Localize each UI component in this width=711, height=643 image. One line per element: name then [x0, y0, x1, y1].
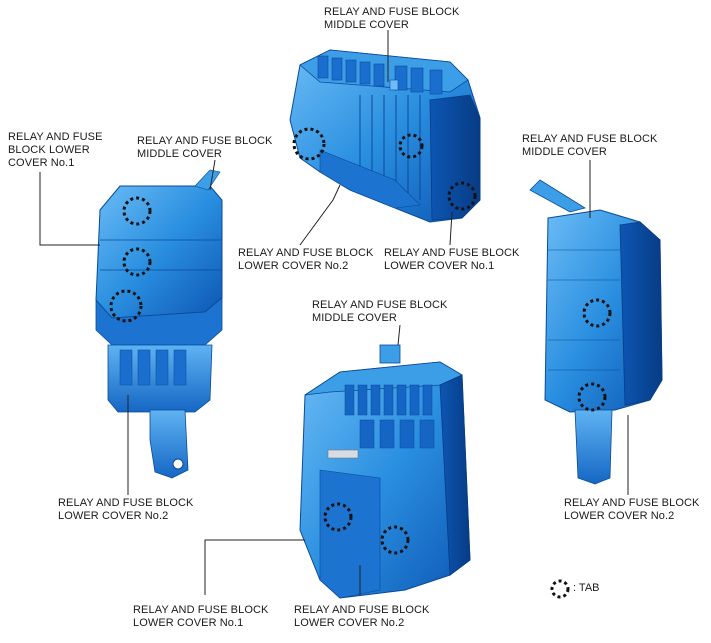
leader-lines — [39, 30, 629, 595]
tab-marker — [380, 525, 410, 555]
bottom-assembly — [299, 344, 471, 599]
tab-marker — [122, 247, 152, 277]
tab-marker — [582, 298, 612, 328]
tab-marker — [323, 502, 353, 532]
label-right-lower-cover-no2: RELAY AND FUSE BLOCK LOWER COVER No.2 — [564, 497, 700, 522]
tab-markers — [109, 127, 612, 555]
label-top-middle-cover: RELAY AND FUSE BLOCK MIDDLE COVER — [324, 6, 460, 31]
label-left-lower-cover-no1: RELAY AND FUSE BLOCK LOWER COVER No.1 — [8, 131, 103, 169]
label-left-lower-cover-no2: RELAY AND FUSE BLOCK LOWER COVER No.2 — [58, 497, 194, 522]
tab-marker — [447, 181, 477, 211]
top-assembly — [289, 49, 481, 223]
right-assembly — [529, 179, 663, 485]
label-top-lower-cover-no1: RELAY AND FUSE BLOCK LOWER COVER No.1 — [384, 247, 520, 272]
label-right-middle-cover: RELAY AND FUSE BLOCK MIDDLE COVER — [522, 133, 658, 158]
tab-marker — [292, 127, 326, 161]
left-assembly — [95, 169, 223, 479]
tab-marker — [398, 133, 424, 159]
tab-marker — [109, 289, 143, 323]
tab-marker — [122, 196, 152, 226]
legend-tab-label: : TAB — [573, 582, 600, 594]
label-bottom-lower-cover-no1: RELAY AND FUSE BLOCK LOWER COVER No.1 — [133, 604, 269, 629]
label-bottom-middle-cover: RELAY AND FUSE BLOCK MIDDLE COVER — [312, 299, 448, 324]
label-left-middle-cover: RELAY AND FUSE BLOCK MIDDLE COVER — [137, 135, 273, 160]
label-bottom-lower-cover-no2: RELAY AND FUSE BLOCK LOWER COVER No.2 — [294, 604, 430, 629]
label-top-lower-cover-no2: RELAY AND FUSE BLOCK LOWER COVER No.2 — [238, 247, 374, 272]
tab-marker — [577, 382, 607, 412]
dotted-circle-icon — [550, 579, 570, 599]
